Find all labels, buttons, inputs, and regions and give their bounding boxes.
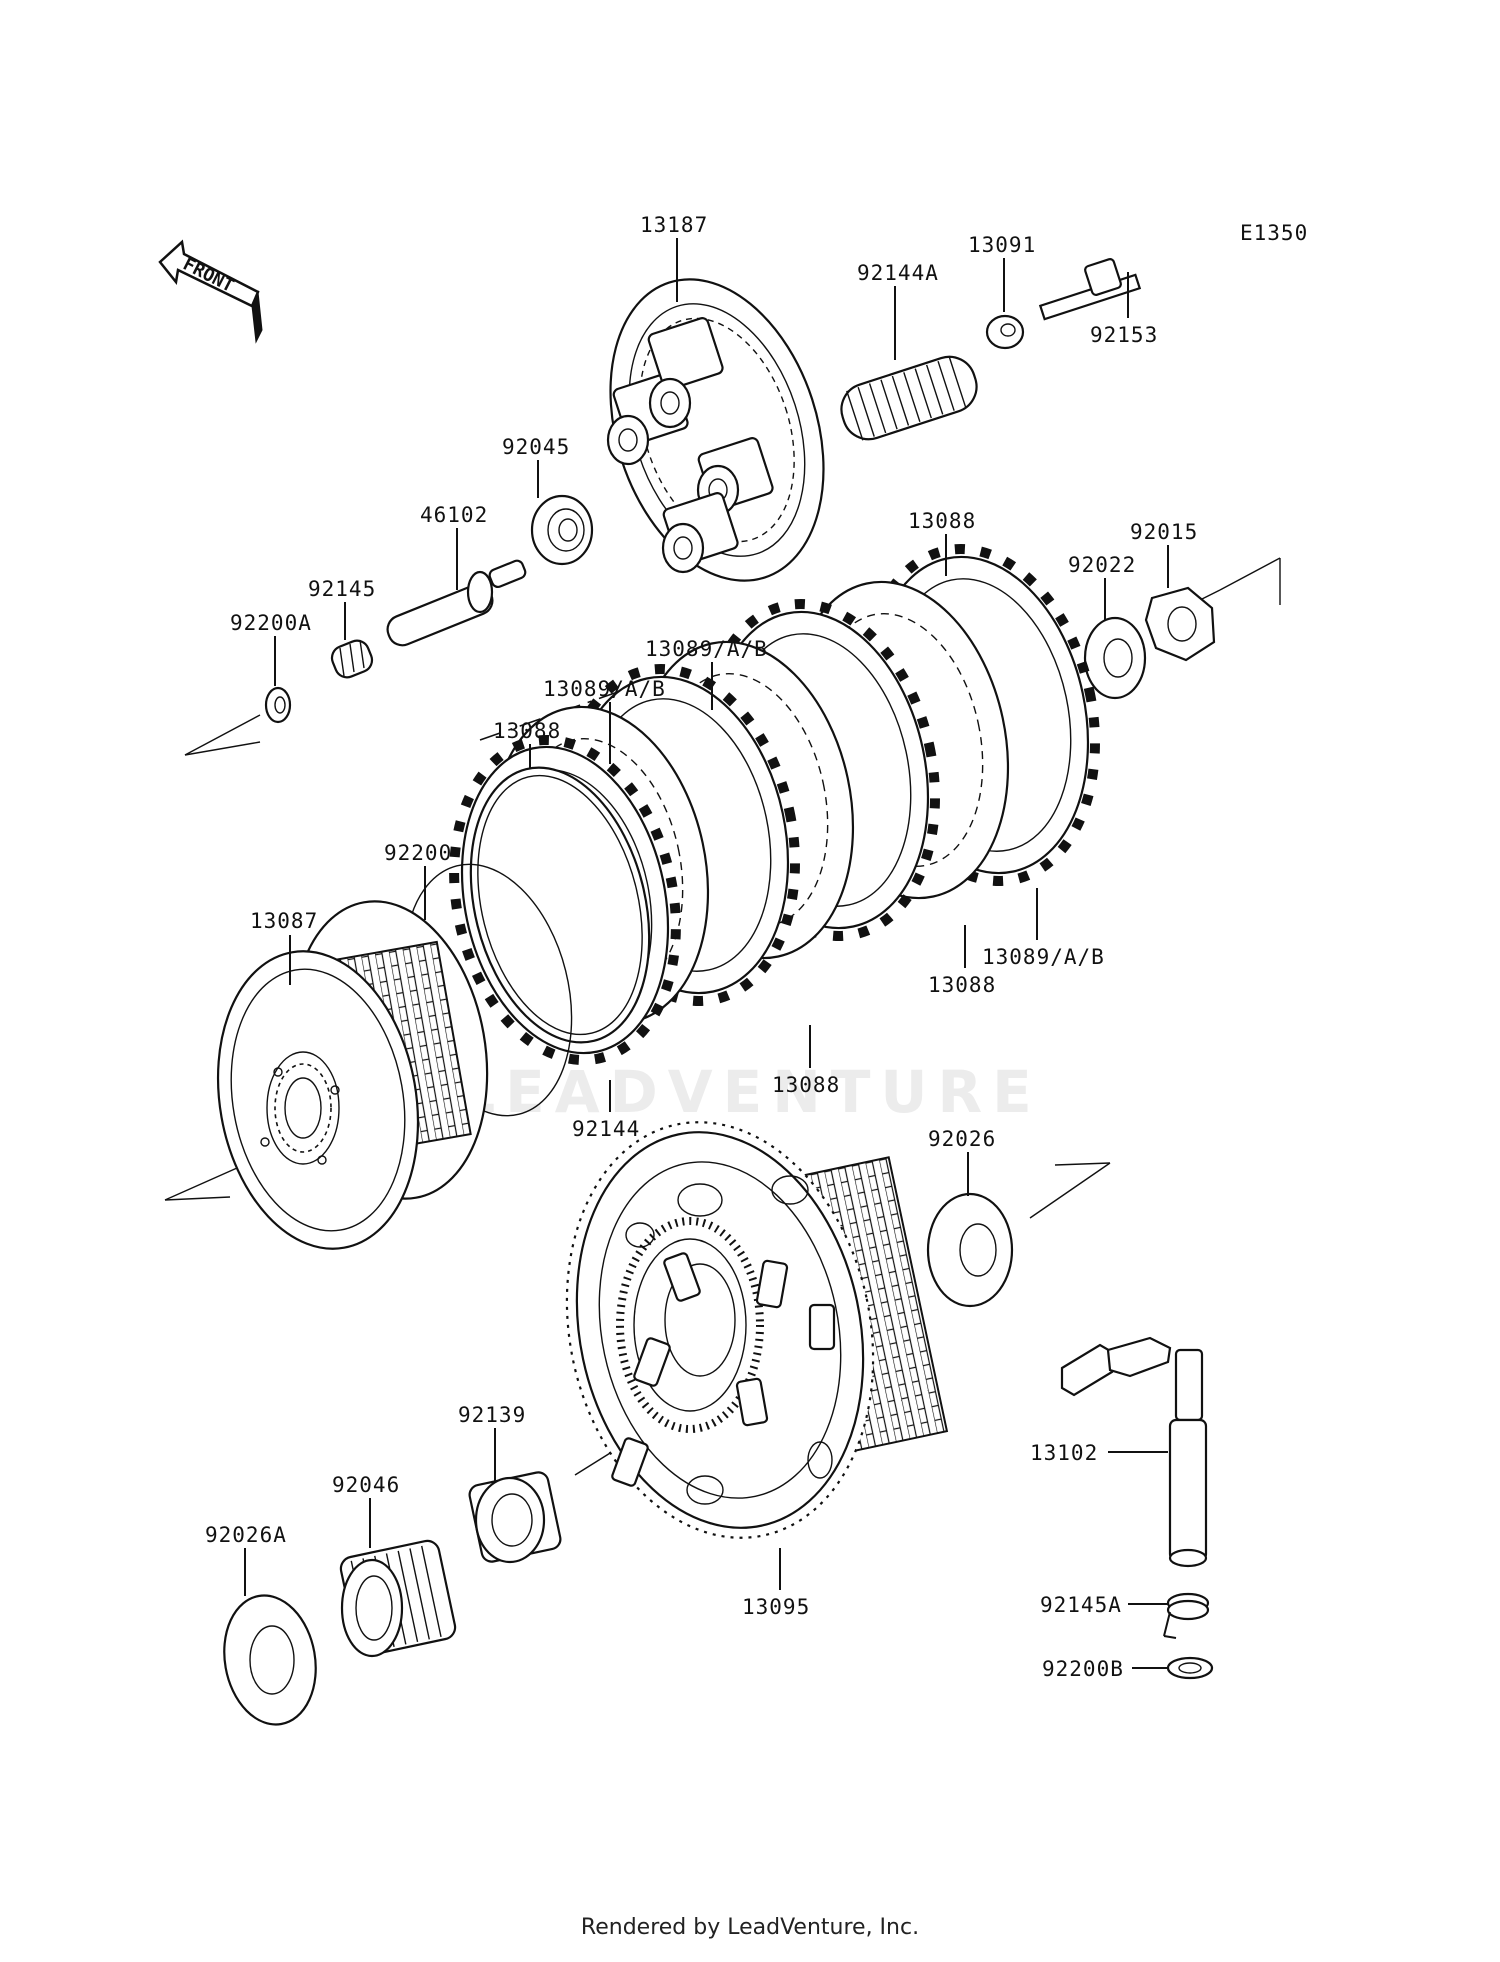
footer-credit: Rendered by LeadVenture, Inc. — [580, 1915, 920, 1940]
label-92045: 92045 — [502, 435, 570, 459]
clutch-housing-13095 — [565, 1121, 949, 1539]
label-13088-right: 13088 — [928, 973, 996, 997]
pushrod-46102 — [386, 559, 527, 647]
washer-92026A — [223, 1594, 317, 1726]
label-13088-bottom: 13088 — [772, 1073, 840, 1097]
label-92026A: 92026A — [205, 1523, 287, 1547]
label-13089-top: 13089/A/B — [645, 637, 768, 661]
label-46102: 46102 — [420, 503, 488, 527]
label-13089-right: 13089/A/B — [982, 945, 1105, 969]
washer-92200A — [264, 686, 292, 724]
label-13187: 13187 — [640, 213, 708, 237]
label-13102: 13102 — [1030, 1441, 1098, 1465]
diagram-code: E1350 — [1240, 221, 1308, 245]
nut-13091 — [985, 314, 1025, 350]
label-92026: 92026 — [928, 1127, 996, 1151]
label-92153: 92153 — [1090, 323, 1158, 347]
sleeve-92139 — [468, 1471, 562, 1564]
pressure-plate-13187 — [606, 278, 825, 582]
bolt-92153 — [1038, 258, 1142, 321]
label-13095: 13095 — [742, 1595, 810, 1619]
label-13089-mid: 13089/A/B — [543, 677, 666, 701]
release-shaft-13102 — [1060, 1336, 1208, 1568]
spring-92145A — [1163, 1592, 1210, 1639]
watermark: LEADVENTURE — [458, 1058, 1042, 1126]
label-92145: 92145 — [308, 577, 376, 601]
washer-92200B — [1166, 1656, 1214, 1680]
nut-92015 — [1144, 586, 1216, 662]
front-arrow-icon: FRONT — [158, 239, 263, 344]
label-92046: 92046 — [332, 1473, 400, 1497]
ring-92144 — [469, 766, 651, 1044]
bearing-92045 — [530, 494, 594, 566]
label-92145A: 92145A — [1040, 1593, 1122, 1617]
label-92144: 92144 — [572, 1117, 640, 1141]
front-arrow-label: FRONT — [180, 254, 238, 297]
spring-92145 — [330, 639, 374, 679]
label-92022: 92022 — [1068, 553, 1136, 577]
label-92139: 92139 — [458, 1403, 526, 1427]
label-13088-left: 13088 — [493, 719, 561, 743]
label-13087: 13087 — [250, 909, 318, 933]
spring-92144A — [840, 355, 978, 441]
washer-92026 — [926, 1192, 1014, 1308]
label-92144A: 92144A — [857, 261, 939, 285]
needle-bearing-92046 — [339, 1539, 457, 1658]
label-92015: 92015 — [1130, 520, 1198, 544]
label-92200B: 92200B — [1042, 1657, 1124, 1681]
clutch-hub-13087 — [216, 900, 489, 1250]
washer-92022 — [1083, 616, 1147, 700]
label-13091: 13091 — [968, 233, 1036, 257]
label-92200: 92200 — [384, 841, 452, 865]
label-92200A: 92200A — [230, 611, 312, 635]
label-13088-top: 13088 — [908, 509, 976, 533]
